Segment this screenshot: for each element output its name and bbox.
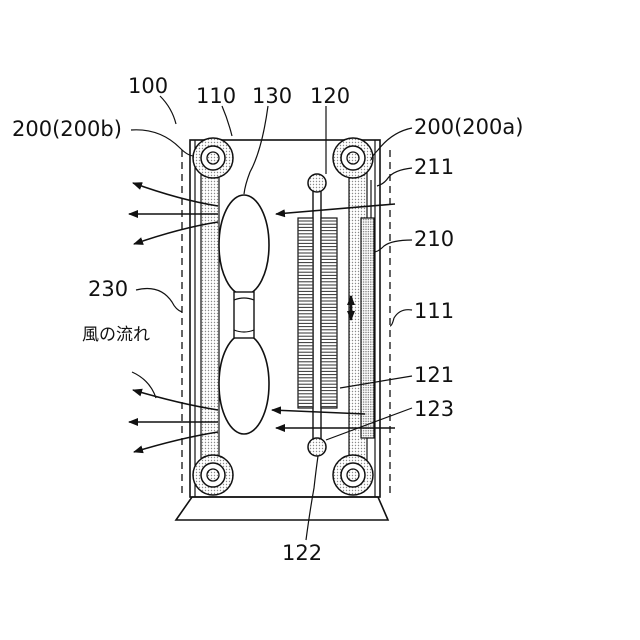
label-120: 120 — [310, 84, 350, 108]
roller-top-right — [333, 138, 373, 178]
label-122: 122 — [282, 541, 322, 565]
label-230: 230 — [88, 277, 128, 301]
roller-bottom-left — [193, 455, 233, 495]
label-200b: 200(200b) — [12, 117, 122, 141]
label-200a: 200(200a) — [414, 115, 523, 139]
label-121: 121 — [414, 363, 454, 387]
fan-130 — [219, 195, 269, 434]
base — [176, 497, 388, 520]
filter-210 — [361, 180, 374, 438]
roller-top-left — [193, 138, 233, 178]
label-110: 110 — [196, 84, 236, 108]
label-100: 100 — [128, 74, 168, 98]
label-123: 123 — [414, 397, 454, 421]
label-111: 111 — [414, 299, 454, 323]
label-wind-flow: 風の流れ — [82, 325, 150, 345]
label-210: 210 — [414, 227, 454, 251]
label-130: 130 — [252, 84, 292, 108]
roller-bottom-right — [333, 455, 373, 495]
label-211: 211 — [414, 155, 454, 179]
